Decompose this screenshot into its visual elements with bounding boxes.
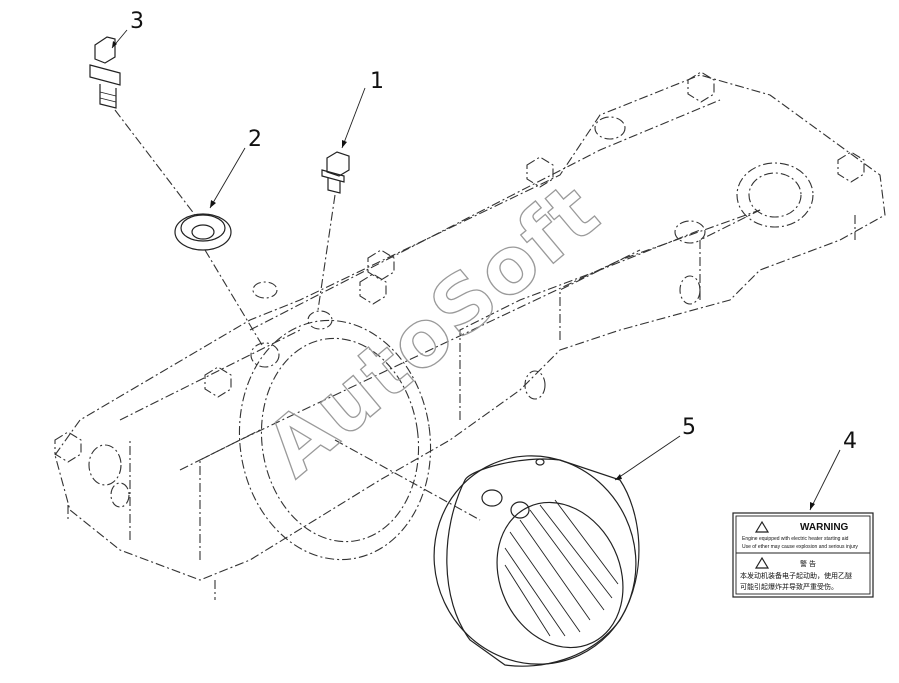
callout-5: 5 xyxy=(682,415,696,440)
part-5-round-cover xyxy=(433,455,640,667)
leader-lines xyxy=(111,29,841,511)
part-4-warning-label: WARNING Engine equipped with electric he… xyxy=(732,512,874,598)
callout-4: 4 xyxy=(843,429,857,454)
warning-title: WARNING xyxy=(800,522,849,533)
warning-cn-line-1: 本发动机装备电子起动助，使用乙醚 xyxy=(740,571,852,580)
warning-triangle-icon xyxy=(754,520,770,533)
warning-cn-line-2: 可能引起爆炸并导致严重受伤。 xyxy=(740,582,838,591)
cover-bolts xyxy=(54,71,865,463)
warning-cn-title: 警 告 xyxy=(800,559,816,568)
callout-3: 3 xyxy=(130,9,144,34)
callout-1: 1 xyxy=(370,69,384,94)
warning-triangle-icon xyxy=(754,556,770,569)
warning-line-1: Engine equipped with electric heater sta… xyxy=(742,536,849,542)
warning-line-2: Use of ether may cause explosion and ser… xyxy=(742,544,858,550)
callout-2: 2 xyxy=(248,127,262,152)
assembly-lines xyxy=(114,109,481,521)
part-3-stud-bolt xyxy=(89,36,121,109)
watermark-text: AutoSoft xyxy=(250,166,617,494)
part-2-washer xyxy=(174,213,232,251)
head-cover-assembly xyxy=(54,74,886,600)
part-1-bolt xyxy=(321,151,350,194)
